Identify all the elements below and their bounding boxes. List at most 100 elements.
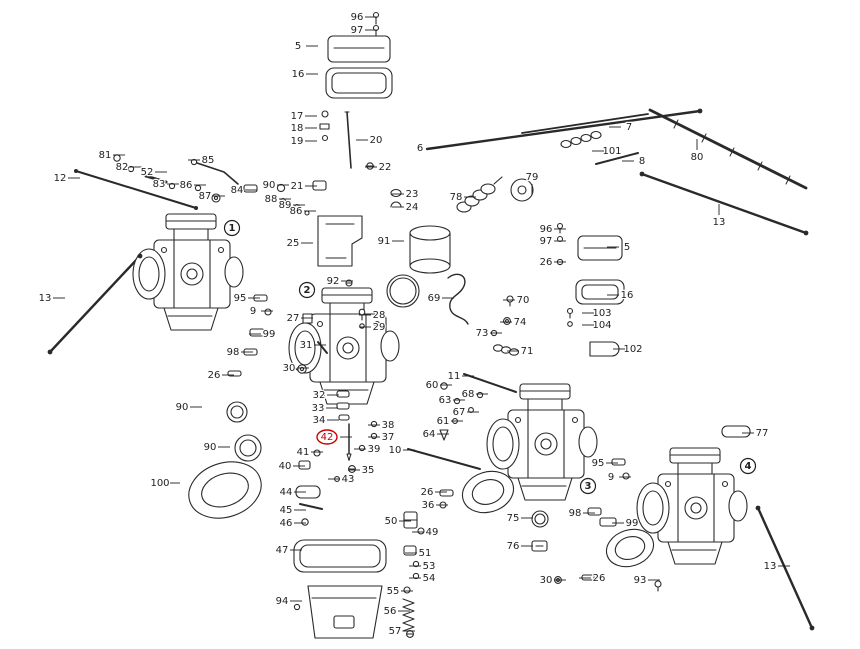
rod-10 <box>407 448 481 470</box>
jet-parts <box>298 390 378 482</box>
part-number: 54 <box>423 573 436 584</box>
part-label-86: 86 <box>178 179 193 193</box>
part-number: 5 <box>295 41 301 52</box>
washer-9r <box>622 472 630 480</box>
label-circle <box>298 281 316 299</box>
main-jet-32 <box>336 390 350 398</box>
part-label-16: 16 <box>619 289 634 303</box>
washer-86 <box>194 184 202 192</box>
part-label-97: 97 <box>349 24 364 38</box>
part-number: 6 <box>417 143 423 154</box>
part-label-18: 18 <box>289 122 304 136</box>
part-number: 23 <box>406 189 419 200</box>
rack-teeth <box>673 119 791 185</box>
part-number: 79 <box>526 172 539 183</box>
part-label-103: 103 <box>591 307 613 321</box>
air-funnel-carb4 <box>605 528 655 568</box>
washer-19 <box>321 134 329 142</box>
part-label-16: 16 <box>290 68 305 82</box>
ring-75 <box>531 510 549 528</box>
part-number: 13 <box>764 561 777 572</box>
collar-84 <box>243 184 258 193</box>
part-number: 86 <box>180 180 193 191</box>
washer-9 <box>264 308 272 316</box>
ring-23 <box>390 188 402 198</box>
wire-69 <box>447 273 469 325</box>
part-label-2: 2 <box>298 281 316 299</box>
pipe-77 <box>721 425 751 438</box>
joint-99r <box>599 517 617 527</box>
part-number: 90 <box>176 402 189 413</box>
part-number: 56 <box>384 606 397 617</box>
part-number: 3 <box>585 481 592 492</box>
part-number: 21 <box>291 181 304 192</box>
part-label-46: 46 <box>278 517 293 531</box>
washer-26rr <box>581 574 595 581</box>
part-label-80: 80 <box>689 151 704 165</box>
part-label-95: 95 <box>232 292 247 306</box>
part-label-4: 4 <box>739 457 757 475</box>
part-label-74: 74 <box>512 316 527 330</box>
part-label-64: 64 <box>421 428 436 442</box>
clip-24 <box>390 201 402 208</box>
part-number: 13 <box>713 217 726 228</box>
part-label-51: 51 <box>417 547 432 561</box>
part-number: 60 <box>426 380 439 391</box>
float-pin-45 <box>299 503 323 510</box>
part-number: 9 <box>608 472 614 483</box>
part-label-92: 92 <box>325 275 340 289</box>
part-number: 46 <box>280 518 293 529</box>
joint-98r <box>587 507 602 516</box>
part-number: 25 <box>287 238 300 249</box>
part-number: 38 <box>382 420 395 431</box>
part-number: 94 <box>276 596 289 607</box>
screw-28 <box>358 308 366 316</box>
part-number: 100 <box>150 478 169 489</box>
drain-column <box>402 511 425 638</box>
part-label-47: 47 <box>274 544 289 558</box>
washer-39 <box>358 444 366 452</box>
part-label-30: 30 <box>538 574 553 588</box>
part-label-102: 102 <box>622 343 644 357</box>
part-label-25: 25 <box>285 237 300 251</box>
part-number: 95 <box>592 458 605 469</box>
part-number: 29 <box>373 322 386 333</box>
part-label-13: 13 <box>711 216 726 230</box>
part-label-75: 75 <box>505 512 520 526</box>
lever-85 <box>193 161 239 185</box>
throttle-pulley-79 <box>510 178 534 202</box>
screw-70 <box>506 295 514 303</box>
label-circle <box>579 477 597 495</box>
part-label-97: 97 <box>538 235 553 249</box>
right-cover-assembly <box>556 222 625 357</box>
part-number: 50 <box>385 516 398 527</box>
bowl-gasket-47 <box>293 539 387 573</box>
nut-81 <box>113 154 121 162</box>
part-label-50: 50 <box>383 515 398 529</box>
part-number: 97 <box>351 25 364 36</box>
part-number: 75 <box>507 513 520 524</box>
part-number: 103 <box>592 308 611 319</box>
part-number: 40 <box>279 461 292 472</box>
part-label-49: 49 <box>424 526 439 540</box>
washer-41 <box>313 449 321 457</box>
part-label-77: 77 <box>754 427 769 441</box>
part-number: 99 <box>263 329 276 340</box>
part-label-73: 73 <box>474 327 489 341</box>
part-label-57: 57 <box>387 625 402 639</box>
return-spring-78 <box>456 176 503 213</box>
part-number: 83 <box>153 179 166 190</box>
part-label-32: 32 <box>311 389 326 403</box>
part-number: 89 <box>279 200 292 211</box>
part-number: 96 <box>351 12 364 23</box>
part-label-34: 34 <box>311 414 326 428</box>
cap-40 <box>298 460 311 470</box>
pin-31 <box>317 341 328 354</box>
rod-11 <box>463 373 517 393</box>
part-label-31: 31 <box>298 339 313 353</box>
cover-gasket-16 <box>325 67 393 99</box>
highlight-ellipse <box>316 429 338 445</box>
part-label-9: 9 <box>607 471 616 485</box>
throttle-rod-13-left <box>48 254 142 354</box>
